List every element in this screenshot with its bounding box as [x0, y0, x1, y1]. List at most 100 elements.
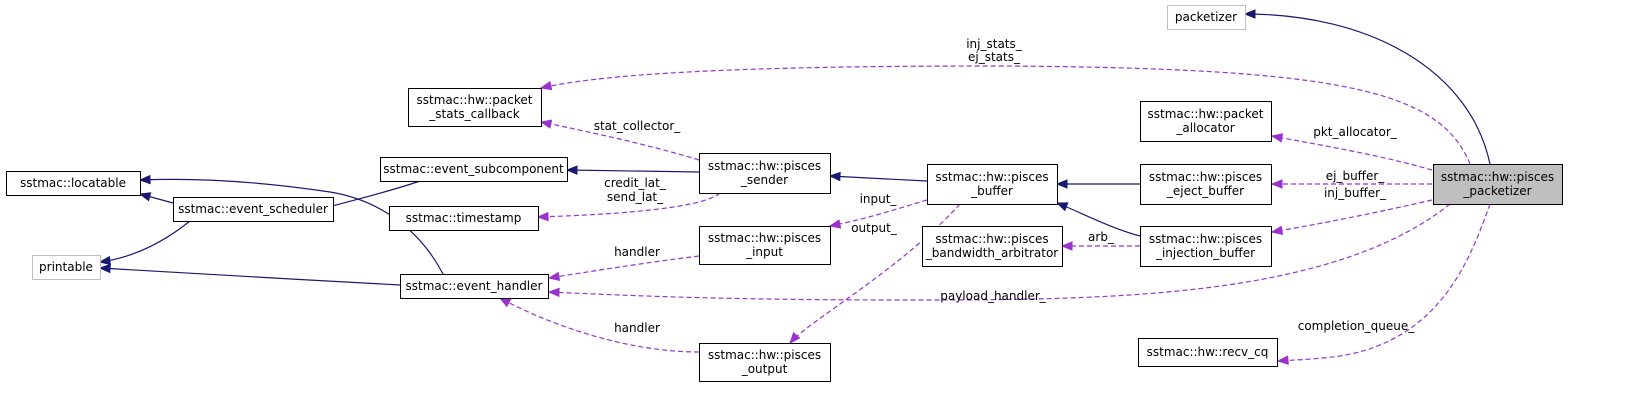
- node-label: _packetizer: [1462, 184, 1531, 198]
- edge-label: input_: [860, 192, 898, 206]
- class-node-recv-cq[interactable]: sstmac::hw::recv_cq: [1138, 338, 1278, 367]
- node-box[interactable]: [389, 206, 539, 231]
- class-node-pisces-output[interactable]: sstmac::hw::pisces_output: [699, 343, 831, 382]
- arrowhead-icon: [98, 263, 111, 274]
- class-node-pisces-bandwidth-arbitrator[interactable]: sstmac::hw::pisces_bandwidth_arbitrator: [922, 226, 1063, 267]
- class-node-pisces-buffer[interactable]: sstmac::hw::pisces_buffer: [927, 164, 1058, 205]
- node-label: _injection_buffer: [1155, 246, 1255, 260]
- node-box[interactable]: [173, 197, 334, 222]
- class-node-pisces-packetizer[interactable]: sstmac::hw::pisces_packetizer: [1433, 164, 1563, 205]
- class-node-pisces-sender[interactable]: sstmac::hw::pisces_sender: [699, 153, 831, 194]
- node-label: _buffer: [970, 184, 1013, 198]
- arrowhead-icon: [1270, 179, 1283, 189]
- usage-line: [1271, 199, 1433, 233]
- edge-label: stat_collector_: [594, 119, 682, 133]
- node-box[interactable]: [1140, 164, 1272, 205]
- inheritance-line: [99, 220, 191, 263]
- arrowhead-icon: [498, 297, 512, 308]
- node-box[interactable]: [400, 274, 549, 299]
- edge-layer: inj_stats_ej_stats_ pkt_allocator_ej_buff…: [98, 9, 1491, 365]
- inheritance-line: [1244, 13, 1491, 165]
- edge-event-scheduler-to-locatable: [138, 192, 174, 204]
- edge-label: ej_stats_: [968, 50, 1021, 64]
- node-label: _output: [741, 362, 788, 376]
- node-label: packetizer: [1175, 10, 1237, 24]
- edge-label: inj_stats_: [966, 37, 1023, 51]
- class-node-packet-allocator[interactable]: sstmac::hw::packet_allocator: [1140, 101, 1272, 142]
- inheritance-line: [139, 178, 444, 275]
- node-label: sstmac::hw::pisces: [708, 348, 821, 362]
- arrowhead-icon: [1055, 179, 1068, 189]
- arrowhead-icon: [1243, 9, 1256, 19]
- edge-event-handler-to-locatable: [138, 174, 444, 275]
- node-box[interactable]: [699, 226, 831, 265]
- arrowhead-icon: [547, 271, 561, 282]
- arrowhead-icon: [828, 219, 842, 229]
- class-node-event-scheduler[interactable]: sstmac::event_scheduler: [173, 197, 334, 222]
- node-box[interactable]: [922, 226, 1063, 267]
- edge-event-scheduler-to-printable: [98, 220, 191, 266]
- usage-line: [1277, 203, 1491, 362]
- node-box[interactable]: [1140, 101, 1272, 142]
- node-layer: packetizersstmac::hw::packet_stats_callb…: [6, 5, 1563, 382]
- node-label: sstmac::event_scheduler: [178, 202, 328, 216]
- usage-line: [829, 199, 928, 227]
- arrowhead-icon: [138, 192, 152, 202]
- node-label: sstmac::locatable: [20, 176, 126, 190]
- node-box[interactable]: [408, 88, 542, 127]
- node-label: sstmac::hw::pisces: [1441, 170, 1554, 184]
- usage-line: [1271, 135, 1433, 171]
- edge-pisces-packetizer-to-packet-allocator: pkt_allocator_: [1270, 125, 1433, 171]
- node-box[interactable]: [1140, 226, 1272, 267]
- node-box[interactable]: [1167, 5, 1246, 30]
- edge-label: handler: [614, 245, 660, 259]
- edge-pisces-input-to-event-handler: handler: [547, 245, 700, 282]
- arrowhead-icon: [539, 119, 553, 129]
- node-box[interactable]: [380, 157, 568, 182]
- arrowhead-icon: [536, 211, 549, 222]
- edge-pisces-packetizer-to-recv-cq: completion_queue_: [1276, 203, 1491, 365]
- class-node-pisces-input[interactable]: sstmac::hw::pisces_input: [699, 226, 831, 265]
- node-box[interactable]: [1138, 338, 1278, 367]
- class-node-packetizer[interactable]: packetizer: [1167, 5, 1246, 30]
- edge-pisces-packetizer-to-pisces-injection-buffer: inj_buffer_: [1270, 186, 1433, 235]
- node-box[interactable]: [699, 153, 831, 194]
- edge-pisces-output-to-event-handler: handler: [498, 297, 700, 353]
- class-node-event-subcomponent[interactable]: sstmac::event_subcomponent: [380, 157, 568, 182]
- edge-label: ej_buffer_: [1326, 169, 1386, 183]
- node-label: sstmac::hw::packet: [417, 93, 533, 107]
- class-node-event-handler[interactable]: sstmac::event_handler: [400, 274, 549, 299]
- class-node-printable[interactable]: printable: [32, 255, 101, 280]
- arrowhead-icon: [565, 165, 578, 175]
- node-box[interactable]: [927, 164, 1058, 205]
- edge-label: output_: [851, 221, 898, 235]
- node-box[interactable]: [32, 255, 101, 280]
- inheritance-line: [829, 175, 928, 182]
- node-box[interactable]: [1433, 164, 1563, 205]
- class-node-packet-stats-callback[interactable]: sstmac::hw::packet_stats_callback: [408, 88, 542, 127]
- node-label: _bandwidth_arbitrator: [925, 246, 1059, 260]
- edge-pisces-eject-buffer-to-pisces-buffer: [1055, 179, 1140, 189]
- node-label: sstmac::timestamp: [406, 211, 522, 225]
- arrowhead-icon: [138, 174, 151, 185]
- class-node-pisces-eject-buffer[interactable]: sstmac::hw::pisces_eject_buffer: [1140, 164, 1272, 205]
- arrowhead-icon: [789, 331, 801, 345]
- edge-label: inj_buffer_: [1324, 186, 1387, 200]
- node-box[interactable]: [6, 171, 141, 196]
- node-label: sstmac::hw::pisces: [708, 231, 821, 245]
- class-node-timestamp[interactable]: sstmac::timestamp: [389, 206, 539, 231]
- node-label: sstmac::hw::packet: [1148, 107, 1264, 121]
- arrowhead-icon: [1276, 355, 1289, 365]
- usage-line: [537, 192, 721, 218]
- usage-line: [499, 297, 700, 353]
- node-label: _eject_buffer: [1166, 184, 1244, 198]
- edge-label: send_lat_: [607, 190, 664, 204]
- edge-pisces-sender-to-event-subcomponent: [565, 165, 700, 175]
- node-label: sstmac::hw::recv_cq: [1147, 345, 1269, 359]
- node-box[interactable]: [699, 343, 831, 382]
- arrowhead-icon: [547, 287, 560, 298]
- class-node-pisces-injection-buffer[interactable]: sstmac::hw::pisces_injection_buffer: [1140, 226, 1272, 267]
- inheritance-line: [99, 267, 401, 286]
- class-node-locatable[interactable]: sstmac::locatable: [6, 171, 141, 196]
